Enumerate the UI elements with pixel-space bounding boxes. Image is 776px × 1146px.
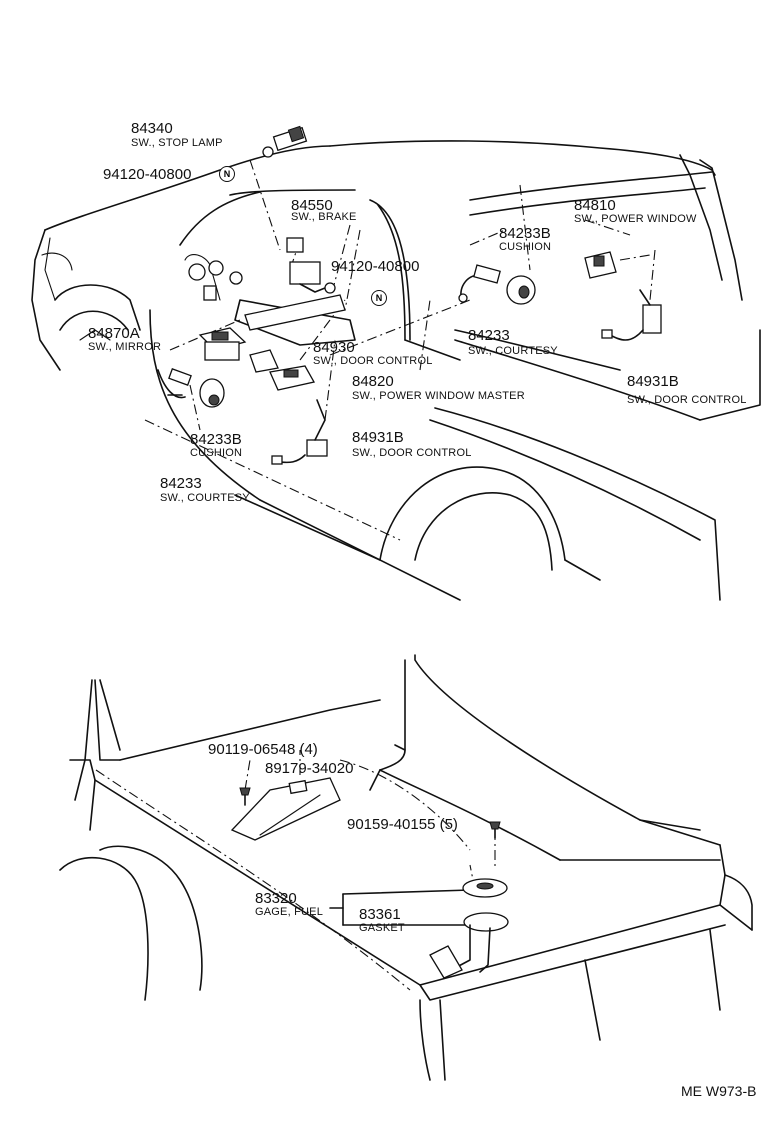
cab-outline [31, 140, 761, 601]
label-84931b-left-name: SW., DOOR CONTROL [352, 447, 472, 459]
label-84550-name: SW., BRAKE [291, 211, 357, 223]
fuel-protector-part [230, 777, 341, 841]
label-83361-num: 83361 [359, 906, 401, 923]
label-84931b-right-name: SW., DOOR CONTROL [627, 394, 747, 406]
label-84340-name: SW., STOP LAMP [131, 137, 223, 149]
right-courtesy-part [458, 264, 536, 305]
label-nut-top-num: 94120-40800 [103, 166, 192, 183]
nut-mid-badge-icon: N [371, 290, 387, 306]
upper-parts [157, 125, 662, 465]
left-door-control-part [271, 399, 328, 465]
label-84233-left-num: 84233 [160, 475, 202, 492]
label-84810-num: 84810 [574, 197, 616, 214]
label-84931b-right-num: 84931B [627, 373, 679, 390]
label-84930-name: SW., DOOR CONTROL [313, 355, 433, 367]
label-nut-mid-num: 94120-40800 [331, 258, 420, 275]
label-84233b-left-name: CUSHION [190, 447, 243, 459]
bed-outline [59, 654, 753, 1081]
label-84820-name: SW., POWER WINDOW MASTER [352, 390, 525, 402]
label-84233b-left-num: 84233B [190, 431, 242, 448]
left-courtesy-part [157, 368, 225, 408]
label-screw-5: 90159-40155 (5) [347, 816, 458, 833]
label-83320-name: GAGE, FUEL [255, 906, 324, 918]
label-84930-num: 84930 [313, 339, 355, 356]
label-screw-4: 90119-06548 (4) [208, 741, 318, 758]
label-84233b-right-name: CUSHION [499, 241, 552, 253]
label-84233-right-name: SW., COURTESY [468, 345, 558, 357]
mirror-switch-part [198, 327, 247, 361]
brake-switch-part [286, 237, 336, 294]
label-84233b-right-num: 84233B [499, 225, 551, 242]
label-84340-num: 84340 [131, 120, 173, 137]
diagram-code: ME W973-B [681, 1083, 757, 1099]
nut-top-badge-icon: N [219, 166, 235, 182]
power-window-switch-part [584, 251, 617, 279]
pw-master-part [269, 365, 315, 391]
stop-lamp-switch-part [262, 125, 308, 158]
label-84810-name: SW., POWER WINDOW [574, 213, 697, 225]
label-84820-num: 84820 [352, 373, 394, 390]
label-89179: 89179-34020 [265, 760, 354, 777]
right-door-control-part [601, 289, 662, 341]
label-83361-name: GASKET [359, 922, 405, 934]
label-84931b-left-num: 84931B [352, 429, 404, 446]
lower-parts [230, 777, 509, 979]
label-84233-left-name: SW., COURTESY [160, 492, 250, 504]
label-84870a-num: 84870A [88, 325, 140, 342]
label-84870a-name: SW., MIRROR [88, 341, 162, 353]
label-83320-num: 83320 [255, 890, 297, 907]
label-84233-right-num: 84233 [468, 327, 510, 344]
fuel-gage-part [429, 878, 509, 979]
label-84550-num: 84550 [291, 197, 333, 214]
